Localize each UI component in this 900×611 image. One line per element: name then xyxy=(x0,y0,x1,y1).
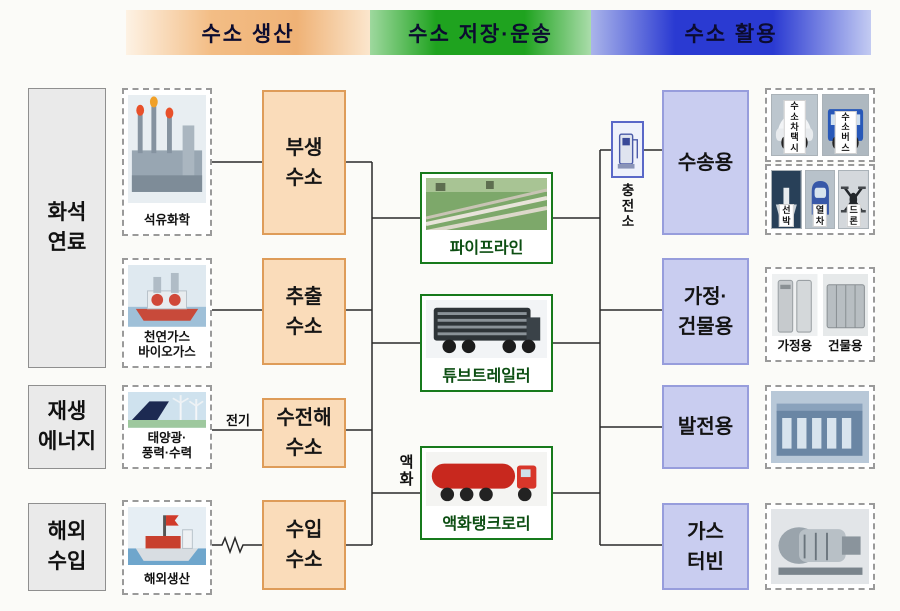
use-home-building: 가정· 건물용 xyxy=(662,258,749,365)
drone-tile: 드론 xyxy=(838,170,870,229)
feedstock-solar-caption: 태양광· 풍력·수력 xyxy=(141,430,193,461)
petrochemical-plant-image xyxy=(128,95,206,203)
examples-transport-other: 선박 열차 드론 xyxy=(765,164,875,235)
type-extracted-hydrogen: 추출 수소 xyxy=(262,258,346,365)
source-fossil-fuel: 화석 연료 xyxy=(28,88,106,368)
use-power-generation: 발전용 xyxy=(662,385,749,469)
home-caption: 가정용 xyxy=(777,339,812,354)
pipeline-image xyxy=(426,178,547,230)
header-hydrogen-production: 수소 생산 xyxy=(126,10,370,55)
feedstock-overseas-production: 해외생산 xyxy=(122,500,212,595)
example-power-plant xyxy=(765,385,875,469)
header-production-label: 수소 생산 xyxy=(201,22,295,46)
gas-platform-image xyxy=(128,265,206,327)
source-overseas-import: 해외 수입 xyxy=(28,503,106,591)
type-byproduct-hydrogen: 부생 수소 xyxy=(262,90,346,235)
cargo-ship-image xyxy=(128,507,206,565)
hydrogen-bus-tile: 수소 버스 xyxy=(822,94,869,156)
tank-lorry-image xyxy=(426,452,547,506)
use-gas-turbine: 가스 터빈 xyxy=(662,503,749,590)
gas-turbine-image xyxy=(771,509,869,584)
header-hydrogen-storage-transport: 수소 저장·운송 xyxy=(370,10,591,55)
method-pipeline-label: 파이프라인 xyxy=(449,240,524,257)
train-badge: 열차 xyxy=(812,204,828,227)
building-fuelcell-tile: 건물용 xyxy=(822,274,868,355)
drone-image xyxy=(839,171,869,228)
method-tank-lorry-label: 액화탱크로리 xyxy=(442,516,531,533)
hydrogen-bus-badge: 수소 버스 xyxy=(834,110,857,154)
tube-trailer-image xyxy=(426,300,547,358)
train-tile: 열차 xyxy=(804,170,836,229)
feedstock-overseas-caption: 해외생산 xyxy=(143,572,190,587)
type-electrolysis-hydrogen: 수전해 수소 xyxy=(262,398,346,468)
power-plant-image xyxy=(771,391,869,463)
header-storage-label: 수소 저장·운송 xyxy=(408,22,553,46)
ship-tile: 선박 xyxy=(771,170,802,229)
method-tube-trailer: 튜브트레일러 xyxy=(420,294,553,392)
use-transport: 수송용 xyxy=(662,90,749,235)
type-imported-hydrogen: 수입 수소 xyxy=(262,500,346,590)
feedstock-natural-gas-caption: 천연가스 바이오가스 xyxy=(138,329,196,360)
method-tube-trailer-label: 튜브트레일러 xyxy=(442,368,531,385)
home-fuelcell-tile: 가정용 xyxy=(772,274,818,355)
example-gas-turbine xyxy=(765,503,875,590)
ship-badge: 선박 xyxy=(779,204,794,227)
source-renewable-energy: 재생 에너지 xyxy=(28,385,106,469)
drone-badge: 드론 xyxy=(846,204,861,227)
feedstock-petrochemical-caption: 석유화학 xyxy=(143,213,190,228)
hydrogen-taxi-tile: 수소차 택시 xyxy=(771,94,818,156)
method-tank-lorry: 액화탱크로리 xyxy=(420,446,553,540)
method-pipeline: 파이프라인 xyxy=(420,172,553,264)
header-utilization-label: 수소 활용 xyxy=(684,22,778,46)
wave-transport-symbol xyxy=(212,535,262,555)
feedstock-petrochemical: 석유화학 xyxy=(122,88,212,236)
liquefaction-label: 액화 xyxy=(394,452,417,490)
header-hydrogen-utilization: 수소 활용 xyxy=(591,10,871,55)
building-fuelcell-image xyxy=(822,274,868,337)
charging-station-label: 충전소 xyxy=(619,183,634,230)
electricity-label: 전기 xyxy=(218,410,258,429)
home-fuelcell-image xyxy=(772,274,818,337)
solar-wind-image xyxy=(128,392,206,428)
examples-transport-road: 수소차 택시 수소 버스 xyxy=(765,88,875,162)
building-caption: 건물용 xyxy=(827,339,863,354)
examples-home-building: 가정용 건물용 xyxy=(765,267,875,362)
feedstock-natural-gas-biogas: 천연가스 바이오가스 xyxy=(122,258,212,368)
fuel-pump-icon xyxy=(617,133,638,169)
charging-station-box xyxy=(611,121,644,178)
hydrogen-taxi-badge: 수소차 택시 xyxy=(783,100,806,154)
feedstock-solar-wind-hydro: 태양광· 풍력·수력 xyxy=(122,385,212,469)
